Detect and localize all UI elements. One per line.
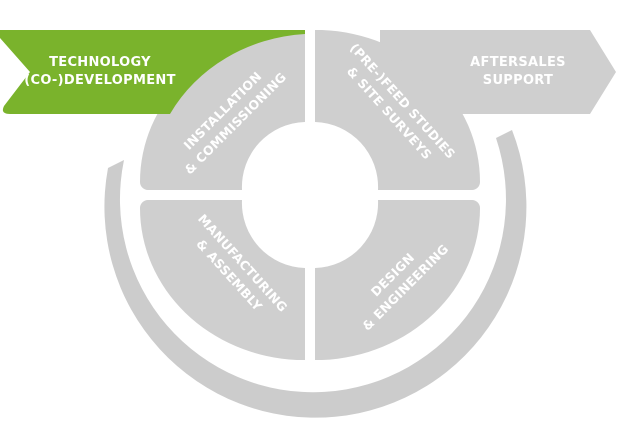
technology-label-line2: (CO-)DEVELOPMENT [24,73,176,88]
segment-installation-commissioning [139,30,305,190]
technology-label-line1: TECHNOLOGY [49,55,151,70]
aftersales-label-line1: AFTERSALES [470,55,566,70]
project-management-label: PROJECT MANAGEMENT [248,362,381,382]
aftersales-arrow [380,30,616,114]
technology-development-arrow [0,30,305,114]
segment-design-engineering [315,200,481,360]
aftersales-label-line2: SUPPORT [483,73,553,88]
segment-feed-studies [315,30,481,190]
segment-manufacturing-assembly [139,200,305,360]
